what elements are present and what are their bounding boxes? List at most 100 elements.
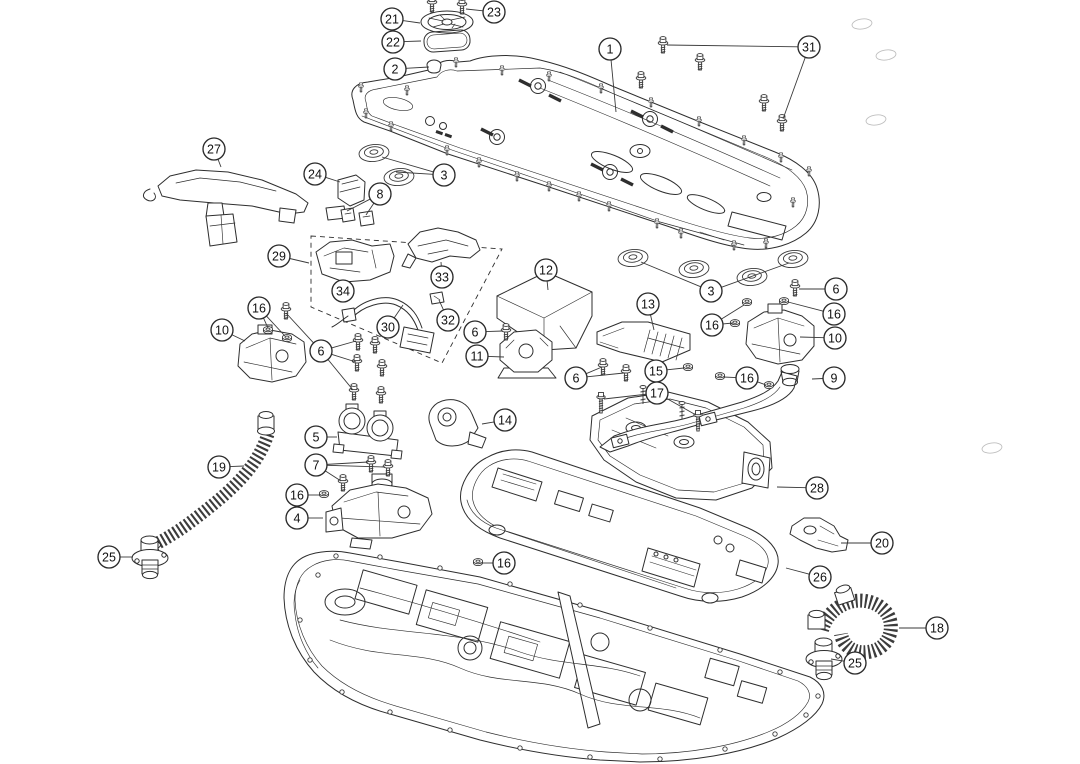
nut-icon — [262, 326, 274, 335]
flange-bolt-icon — [475, 157, 483, 168]
callout-circle — [824, 277, 848, 301]
part-actuator-4 — [325, 473, 433, 550]
flange-bolt-icon — [545, 181, 553, 192]
leader-line — [782, 57, 806, 120]
callout-circle — [598, 37, 622, 61]
leader-line — [722, 322, 734, 325]
callout-22: 22 — [381, 30, 422, 54]
flange-bolt-icon — [403, 85, 411, 96]
callout-number: 6 — [833, 282, 840, 296]
callout-circle — [368, 182, 392, 206]
callout-27: 27 — [202, 137, 226, 168]
callout-circle — [645, 381, 669, 405]
flange-bolt-icon — [513, 171, 521, 182]
callout-3: 3 — [381, 156, 456, 187]
leader-line — [402, 20, 421, 24]
hardware-layer — [262, 0, 1003, 762]
callout-number: 16 — [705, 318, 719, 332]
callout-circle — [376, 315, 400, 339]
screw-icon — [426, 0, 438, 13]
callout-16: 16 — [787, 301, 846, 326]
callout-number: 10 — [828, 331, 842, 345]
screw-icon — [456, 0, 468, 15]
callout-circle — [636, 292, 660, 316]
callout-30: 30 — [376, 304, 404, 339]
leader-line — [405, 66, 430, 69]
callout-31: 31 — [666, 35, 821, 120]
flange-bolt-icon — [647, 97, 655, 108]
callout-14: 14 — [481, 408, 517, 432]
callout-number: 6 — [318, 344, 325, 358]
screw-icon — [337, 474, 349, 492]
callout-circle — [492, 551, 516, 575]
callout-number: 4 — [294, 511, 301, 525]
callout-number: 2 — [392, 62, 399, 76]
callout-number: 3 — [441, 168, 448, 182]
flange-bolt-icon — [805, 166, 813, 177]
screw-icon — [382, 459, 394, 477]
group-box-29 — [310, 227, 503, 364]
part-pump-right — [745, 303, 815, 365]
screw-icon — [694, 53, 706, 71]
screw-icon — [500, 323, 512, 341]
callout-number: 25 — [848, 656, 862, 670]
rivet-icon — [315, 572, 321, 578]
grommet-icon — [777, 249, 809, 269]
leader-line — [799, 336, 825, 339]
part-reservoir-5 — [332, 403, 403, 460]
callout-20: 20 — [841, 531, 894, 555]
part-plate-13 — [596, 321, 691, 363]
leader-line — [722, 376, 737, 378]
callout-6: 6 — [285, 312, 357, 391]
callout-19: 19 — [207, 455, 245, 479]
leader-line — [776, 486, 807, 489]
callout-number: 1 — [607, 42, 614, 56]
callout-circle — [430, 265, 454, 289]
flange-bolt-icon — [357, 82, 365, 93]
screw-icon — [365, 455, 377, 473]
callout-number: 21 — [385, 12, 399, 26]
grommet-icon — [617, 248, 649, 268]
leader-line — [327, 359, 354, 391]
leader-line — [787, 301, 824, 312]
callout-9: 9 — [811, 366, 846, 390]
leader-line — [346, 198, 371, 212]
part-bracket-33 — [401, 227, 481, 269]
nut-icon — [741, 298, 753, 307]
callout-circle — [564, 366, 588, 390]
callout-circle — [699, 279, 723, 303]
callout-number: 34 — [336, 284, 350, 298]
callout-12: 12 — [534, 258, 558, 291]
flange-bolt-icon — [740, 135, 748, 146]
callout-number: 26 — [813, 570, 827, 584]
rivet-icon — [717, 647, 723, 653]
leader-line — [757, 381, 767, 386]
leader-line — [610, 59, 617, 113]
callout-15: 15 — [644, 359, 685, 383]
callout-circle — [207, 455, 231, 479]
callout-circle — [267, 244, 291, 268]
part-sensor-25-right — [805, 637, 843, 681]
callout-number: 14 — [498, 413, 512, 427]
callout-17: 17 — [603, 381, 697, 416]
callout-number: 22 — [386, 35, 400, 49]
screw-icon — [635, 71, 647, 89]
leader-line — [263, 317, 269, 329]
grommet-icon — [736, 267, 768, 287]
callout-circle — [870, 531, 894, 555]
grommet-icon — [678, 259, 710, 279]
callout-circle — [493, 408, 517, 432]
callout-circle — [808, 565, 832, 589]
stray-mark — [875, 49, 897, 61]
callout-6: 6 — [564, 366, 625, 390]
part-sensor-25-left — [131, 535, 169, 580]
callout-number: 9 — [831, 371, 838, 385]
rivet-icon — [339, 689, 345, 695]
leader-line — [326, 464, 386, 468]
flange-bolt-icon — [387, 121, 395, 132]
callout-23: 23 — [465, 0, 506, 24]
callout-18: 18 — [899, 616, 949, 640]
leader-line — [326, 461, 369, 465]
rivet-icon — [722, 746, 728, 752]
callout-10: 10 — [210, 318, 246, 342]
